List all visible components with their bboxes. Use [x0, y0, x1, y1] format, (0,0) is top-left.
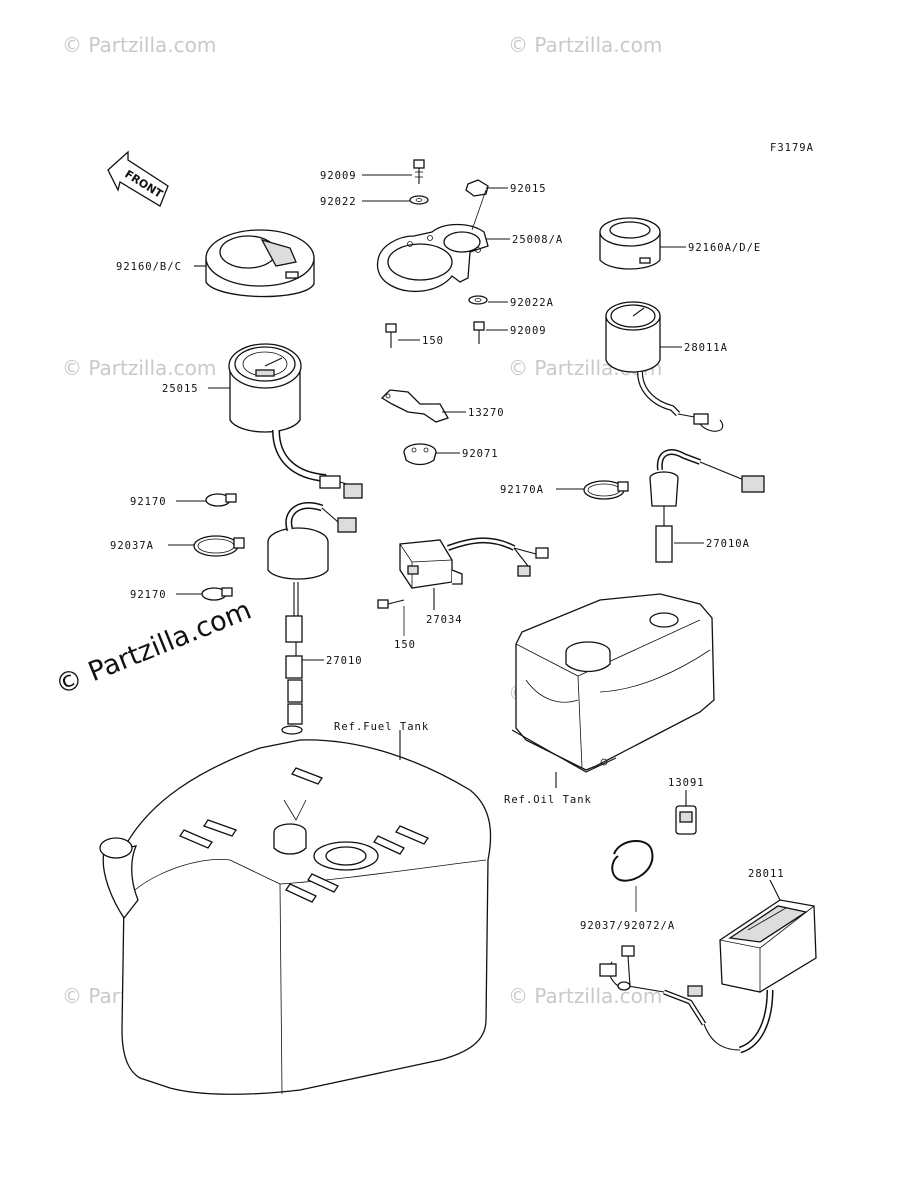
unit-27034: [377, 537, 549, 609]
grommet-92071: [403, 443, 437, 466]
label-92009-top: 92009: [320, 170, 357, 182]
label-ref-oil-tank: Ref.Oil Tank: [504, 794, 592, 806]
label-25008: 25008/A: [512, 234, 563, 246]
label-28011: 28011: [748, 868, 785, 880]
oil-sender-27010a: [649, 449, 765, 563]
main-watermark: © Partzilla.com: [51, 595, 256, 702]
clamp-92170-bottom: [201, 587, 233, 601]
clamp-92170a: [583, 480, 629, 500]
label-150-bottom: 150: [394, 639, 416, 651]
label-92170-top: 92170: [130, 496, 167, 508]
label-92022: 92022: [320, 196, 357, 208]
label-92071: 92071: [462, 448, 499, 460]
label-92170-bottom: 92170: [130, 589, 167, 601]
label-92022a: 92022A: [510, 297, 554, 309]
label-92015: 92015: [510, 183, 547, 195]
label-28011a: 28011A: [684, 342, 728, 354]
clamp-92170-top: [205, 493, 237, 507]
watermark: © Partzilla.com: [508, 33, 662, 57]
label-92037a: 92037A: [110, 540, 154, 552]
fuel-sender-27010: [267, 502, 357, 735]
fuel-tank: [99, 739, 492, 1095]
label-92009-low: 92009: [510, 325, 547, 337]
part-labels: 92009 92022 92015 25008/A 92160/B/C 9216…: [110, 170, 785, 932]
meter-bracket: [376, 159, 489, 344]
label-92160ade: 92160A/D/E: [688, 242, 761, 254]
watermark: © Partzilla.com: [62, 356, 216, 380]
watermark: © Partzilla.com: [508, 984, 662, 1008]
clip-13091: [675, 805, 697, 835]
label-92037-92072: 92037/92072/A: [580, 920, 675, 932]
clamp-92037a: [193, 535, 245, 557]
oil-tank: [511, 593, 715, 773]
watermark: © Partzilla.com: [62, 33, 216, 57]
label-27010: 27010: [326, 655, 363, 667]
label-92170a: 92170A: [500, 484, 544, 496]
label-27010a: 27010A: [706, 538, 750, 550]
label-13270: 13270: [468, 407, 505, 419]
label-ref-fuel-tank: Ref.Fuel Tank: [334, 721, 429, 733]
diagram-code: F3179A: [770, 142, 814, 154]
temp-gauge-28011a: [605, 301, 724, 432]
front-arrow-icon: FRONT: [107, 150, 169, 207]
label-150-top: 150: [422, 335, 444, 347]
label-25015: 25015: [162, 383, 199, 395]
meter-cover-ade: [599, 217, 661, 270]
label-27034: 27034: [426, 614, 463, 626]
meter-28011: [599, 899, 817, 1054]
label-92160bc: 92160/B/C: [116, 261, 182, 273]
meter-cover-bc: [205, 229, 315, 298]
speedometer-25015: [228, 343, 363, 499]
band-92037-92072: [611, 840, 654, 882]
label-13091: 13091: [668, 777, 705, 789]
bracket-13270: [380, 323, 449, 423]
leader-lines: [168, 174, 781, 912]
